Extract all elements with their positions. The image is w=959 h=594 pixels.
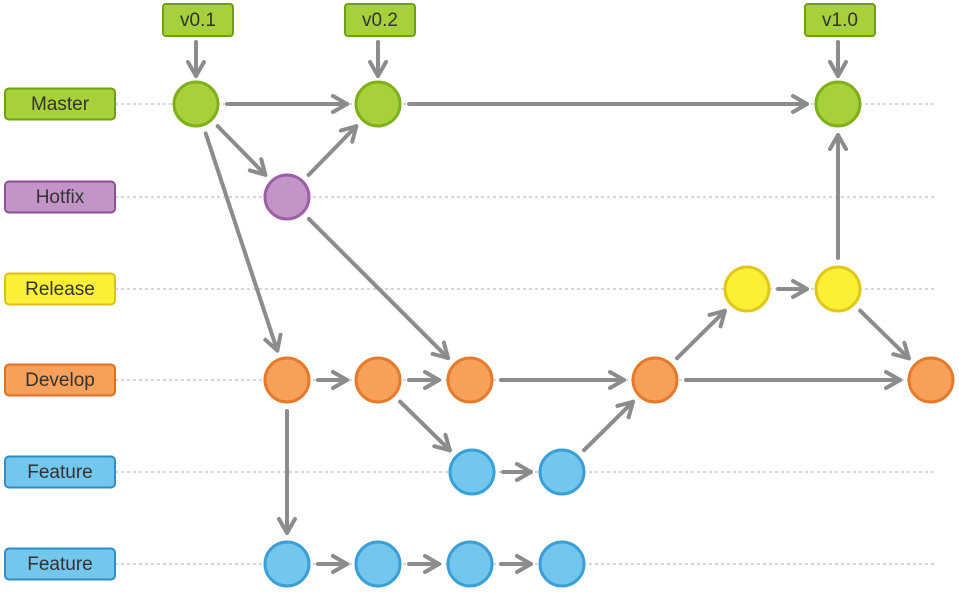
commit-m3 <box>814 80 862 128</box>
tag-v1-0: v1.0 <box>804 3 876 78</box>
commit-fb3 <box>446 540 494 588</box>
commit-fa2 <box>538 448 586 496</box>
edge-h1-m2 <box>306 124 359 177</box>
commit-fb2 <box>354 540 402 588</box>
branch-label-box <box>4 455 116 489</box>
commit-fb1 <box>263 540 311 588</box>
edge-d2-fa1 <box>398 399 452 453</box>
branch-label-feature2: Feature <box>4 547 116 581</box>
commit-m2 <box>354 80 402 128</box>
branch-lanes <box>115 103 935 565</box>
edge-d4-r1 <box>675 308 727 361</box>
version-tags: v0.1 v0.2 v1.0 <box>162 3 876 78</box>
commit-d5 <box>907 356 955 404</box>
branch-label-text: Develop <box>25 370 95 391</box>
tag-box <box>162 3 234 37</box>
commit-r2 <box>814 265 862 313</box>
commit-d4 <box>631 356 679 404</box>
commit-fa1 <box>448 448 496 496</box>
edge-m1-h1 <box>215 124 268 177</box>
branch-label-master: Master <box>4 87 116 121</box>
branch-label-text: Hotfix <box>36 187 85 208</box>
branch-label-feature1: Feature <box>4 455 116 489</box>
commit-nodes <box>172 80 955 588</box>
edge-fa2-d4 <box>582 399 635 453</box>
commit-m1 <box>172 80 220 128</box>
branch-label-text: Release <box>25 279 95 300</box>
edge-h1-d3 <box>306 216 451 361</box>
commit-d3 <box>446 356 494 404</box>
edge-m1-d1 <box>203 131 283 353</box>
branch-label-box <box>4 180 116 214</box>
branch-label-text: Master <box>31 94 90 115</box>
branch-label-release: Release <box>4 272 116 306</box>
tag-text: v0.1 <box>180 10 216 31</box>
commit-d2 <box>354 356 402 404</box>
branch-label-text: Feature <box>27 554 92 575</box>
tag-box <box>804 3 876 37</box>
commit-d1 <box>263 356 311 404</box>
tag-v0-2: v0.2 <box>344 3 416 78</box>
branch-label-hotfix: Hotfix <box>4 180 116 214</box>
edge-r2-d5 <box>858 308 911 361</box>
tag-text: v0.2 <box>362 10 398 31</box>
tag-box <box>344 3 416 37</box>
commit-r1 <box>723 265 771 313</box>
commit-h1 <box>263 173 311 221</box>
commit-edges <box>203 94 911 574</box>
tag-text: v1.0 <box>822 10 858 31</box>
branch-label-box <box>4 363 116 397</box>
commit-fb4 <box>538 540 586 588</box>
branch-label-box <box>4 272 116 306</box>
branch-label-develop: Develop <box>4 363 116 397</box>
tag-v0-1: v0.1 <box>162 3 234 78</box>
branch-label-text: Feature <box>27 462 92 483</box>
branch-label-box <box>4 87 116 121</box>
branch-label-box <box>4 547 116 581</box>
